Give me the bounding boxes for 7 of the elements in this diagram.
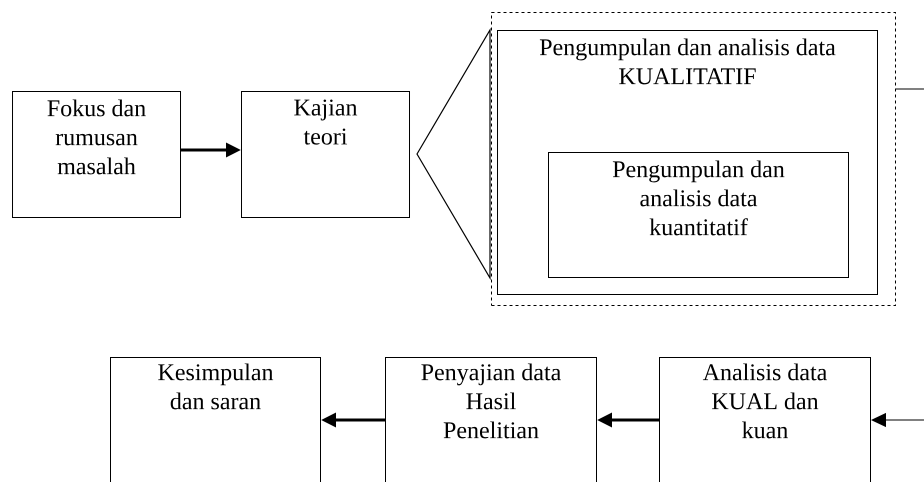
process-box: Analisis data KUAL dan kuan — [659, 357, 871, 482]
process-box: Pengumpulan dan analisis data kuantitatif — [548, 152, 849, 278]
process-box: Fokus dan rumusan masalah — [12, 91, 181, 218]
process-box: Kesimpulan dan saran — [110, 357, 321, 482]
dashed-box — [491, 12, 896, 306]
process-box: Penyajian data Hasil Penelitian — [385, 357, 597, 482]
process-box: Kajian teori — [241, 91, 410, 218]
